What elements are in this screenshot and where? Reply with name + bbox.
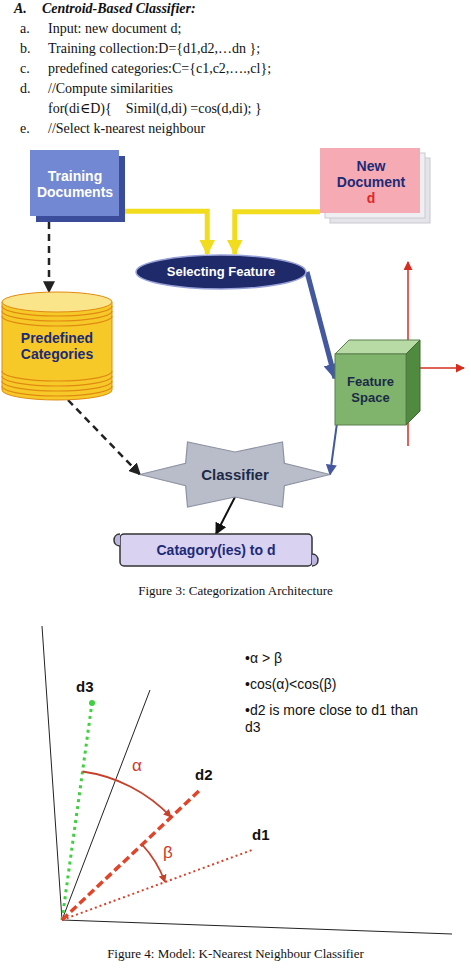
node-text: New Document	[324, 158, 418, 190]
category-link-arrow	[68, 400, 140, 475]
node-text: d	[367, 190, 376, 206]
feature-space-cube: Feature Space	[335, 340, 420, 425]
vector-d1	[62, 850, 252, 920]
angle-alpha-arc	[83, 772, 172, 818]
bullet-note: •α > β	[245, 650, 445, 667]
node-text: Classifier	[201, 467, 269, 483]
list-letter: d.	[20, 80, 31, 98]
figure-caption: Figure 4: Model: K-Nearest Neighbour Cla…	[0, 946, 471, 962]
angle-label: α	[132, 756, 142, 776]
figure-caption: Figure 3: Categorization Architecture	[0, 583, 471, 599]
angle-beta-arc	[142, 845, 165, 883]
classifier-star: Classifier	[140, 437, 330, 512]
vector-d3	[62, 703, 92, 920]
algorithm-step: //Select k-nearest neighbour	[48, 120, 205, 138]
list-letter: e.	[20, 120, 30, 138]
algorithm-step: Training collection:D={d1,d2,…dn };	[48, 40, 260, 58]
feature-flow-arrow	[235, 212, 320, 254]
algorithm-step: Input: new document d;	[48, 20, 181, 38]
vector-end-d3	[89, 700, 95, 706]
training-documents-box: Training Documents	[30, 150, 125, 222]
feature-flow-arrow	[125, 211, 207, 254]
algorithm-step: //Compute similarities	[48, 80, 173, 98]
vector-axes	[42, 626, 452, 934]
new-document-box: New Documentd	[320, 148, 430, 223]
feature-input-arrow	[330, 423, 337, 475]
selecting-feature-ellipse: Selecting Feature	[135, 254, 307, 290]
bullet-note: •cos(α)<cos(β)	[245, 676, 445, 693]
vector-label: d1	[252, 826, 270, 843]
predefined-categories-stack: Predefined Categories	[2, 292, 112, 400]
node-text: Training Documents	[34, 168, 116, 200]
angle-label: β	[163, 843, 173, 863]
bullet-note: •d2 is more close to d1 than d3	[245, 702, 435, 736]
section-heading: Centroid-Based Classifier:	[42, 0, 196, 18]
node-text: Predefined Categories	[6, 330, 108, 362]
node-text: Selecting Feature	[167, 264, 275, 280]
list-letter: a.	[20, 20, 30, 38]
list-letter: b.	[20, 40, 31, 58]
vector-label: d2	[195, 766, 213, 783]
vector-label: d3	[76, 678, 94, 695]
output-arrow	[216, 497, 235, 534]
list-letter: c.	[20, 60, 30, 78]
section-number: A.	[14, 0, 27, 18]
algorithm-step: predefined categories:C={c1,c2,….,cl};	[48, 60, 271, 78]
feature-space-arrow	[307, 272, 335, 378]
category-output-scroll: Catagory(ies) to d	[112, 530, 320, 570]
vector-d2	[62, 790, 200, 920]
algorithm-step: for(di∈D){ Simil(d,di) =cos(d,di); }	[48, 100, 262, 118]
node-text: Catagory(ies) to d	[156, 542, 275, 558]
category-link-arrow	[48, 222, 51, 292]
node-text: Feature Space	[337, 374, 404, 406]
